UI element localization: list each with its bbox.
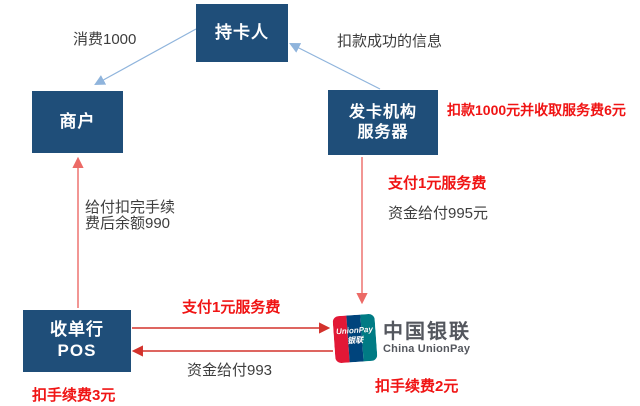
node-issuer-label-line2: 服务器 xyxy=(357,123,409,141)
label-unionpay-fee-2: 扣手续费2元 xyxy=(375,378,459,395)
node-acquirer-pos: 收单行 POS xyxy=(23,310,131,372)
unionpay-card-text: UnionPay 银联 xyxy=(333,325,376,348)
unionpay-names: 中国银联 China UnionPay xyxy=(383,315,471,356)
node-cardholder-label: 持卡人 xyxy=(215,22,269,42)
unionpay-name-cn: 中国银联 xyxy=(383,321,471,343)
unionpay-card-icon: UnionPay 银联 xyxy=(332,313,378,364)
node-issuer-server: 发卡机构 服务器 xyxy=(328,90,438,155)
label-acquirer-service-fee: 支付1元服务费 xyxy=(182,299,281,316)
label-deduct-1000-plus-fee: 扣款1000元并收取服务费6元 xyxy=(447,102,626,118)
unionpay-card-text-line2: 银联 xyxy=(346,335,364,346)
label-balance-990: 给付扣完手续 费后余额990 xyxy=(85,200,195,232)
node-issuer-label-line1: 发卡机构 xyxy=(348,103,417,121)
arrow-issuer-to-cardholder xyxy=(289,43,381,90)
label-funds-995: 资金给付995元 xyxy=(388,205,489,222)
unionpay-logo: UnionPay 银联 中国银联 China UnionPay xyxy=(332,313,471,364)
label-deduct-success-message: 扣款成功的信息 xyxy=(337,33,443,50)
node-merchant-label: 商户 xyxy=(59,111,96,131)
unionpay-card-text-line1: UnionPay xyxy=(335,324,374,337)
node-merchant: 商户 xyxy=(32,91,123,153)
node-acquirer-label-line2: POS xyxy=(57,341,97,360)
label-consume-1000: 消费1000 xyxy=(73,31,137,48)
label-funds-993: 资金给付993 xyxy=(187,362,273,379)
arrow-cardholder-to-merchant xyxy=(94,28,197,86)
label-balance-line2: 费后余额990 xyxy=(85,215,171,232)
label-acquirer-fee-3: 扣手续费3元 xyxy=(32,387,116,404)
node-cardholder: 持卡人 xyxy=(196,4,288,62)
label-balance-line1: 给付扣完手续 xyxy=(85,199,176,216)
unionpay-name-en: China UnionPay xyxy=(383,343,471,355)
node-acquirer-label-line1: 收单行 xyxy=(50,320,104,340)
label-issuer-service-fee: 支付1元服务费 xyxy=(388,175,487,192)
